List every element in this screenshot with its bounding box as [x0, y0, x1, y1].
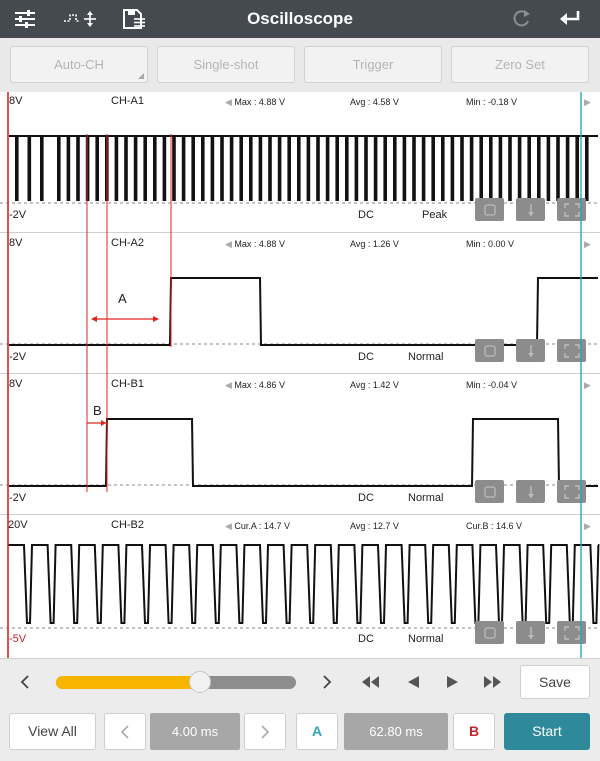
left-arrow-icon: ◀	[225, 239, 235, 249]
right-arrow-icon: ▶	[584, 239, 591, 249]
dropdown-corner-icon	[138, 73, 144, 79]
channel-a1-coupling: DC	[358, 209, 374, 221]
scroll-right-button[interactable]	[312, 659, 342, 705]
cursor-a-button[interactable]: A	[296, 713, 338, 750]
channel-a1-move-button[interactable]	[516, 198, 545, 221]
channel-a2-expand-button[interactable]	[557, 339, 586, 362]
time-increase-button[interactable]	[244, 713, 286, 750]
channel-b1-lock-button[interactable]	[475, 480, 504, 503]
step-forward-icon[interactable]	[438, 659, 468, 705]
right-arrow-icon: ▶	[584, 521, 591, 531]
channel-b1-move-button[interactable]	[516, 480, 545, 503]
channel-b2-coupling: DC	[358, 633, 374, 645]
trigger-button[interactable]: Trigger	[304, 46, 442, 83]
channel-b2-name: CH-B2	[111, 519, 145, 531]
channel-a2-coupling: DC	[358, 351, 374, 363]
sliders-icon[interactable]	[6, 0, 44, 38]
left-arrow-icon: ◀	[225, 97, 235, 107]
channel-b1-waveform	[0, 418, 600, 487]
auto-ch-label: Auto-CH	[54, 57, 104, 72]
channel-b2-top-scale: 20V	[8, 519, 28, 531]
channel-a2-lock-button[interactable]	[475, 339, 504, 362]
right-arrow-icon: ▶	[584, 380, 591, 390]
channel-a1-bottom-scale: -2V	[9, 209, 27, 221]
trigger-label: Trigger	[352, 57, 394, 72]
timeline-row: Save	[0, 658, 600, 704]
zero-set-label: Zero Set	[495, 57, 545, 72]
channel-a1-lock-button[interactable]	[475, 198, 504, 221]
channel-b1-stat3: Min : -0.04 V	[466, 380, 518, 390]
save-button[interactable]: Save	[520, 665, 590, 699]
waveform-settings-icon[interactable]	[58, 0, 102, 38]
marker-a-label: A	[118, 291, 127, 306]
channel-b2-stat1: Cur.A : 14.7 V	[234, 521, 290, 531]
refresh-icon[interactable]	[503, 0, 539, 38]
channel-b1-name: CH-B1	[111, 378, 145, 390]
channel-a1-stat3: Min : -0.18 V	[466, 97, 518, 107]
fast-forward-icon[interactable]	[478, 659, 508, 705]
auto-ch-button[interactable]: Auto-CH	[10, 46, 148, 83]
channel-a1-name: CH-A1	[111, 95, 145, 107]
right-arrow-icon: ▶	[584, 97, 591, 107]
channel-b2-bottom-scale: -5V	[9, 633, 27, 645]
channel-a1-waveform	[0, 135, 600, 204]
save-file-icon[interactable]	[116, 0, 152, 38]
channel-b2-expand-button[interactable]	[557, 621, 586, 644]
title-bar: Oscilloscope	[0, 0, 600, 38]
channel-a2-mode: Normal	[408, 351, 444, 363]
channel-b2-mode: Normal	[408, 633, 444, 645]
channel-a2-top-scale: 8V	[9, 237, 23, 249]
channel-b2-move-button[interactable]	[516, 621, 545, 644]
channel-a2-stat2: Avg : 1.26 V	[350, 239, 399, 249]
channel-a1-stat1: Max : 4.88 V	[234, 97, 285, 107]
channel-b2-stat3: Cur.B : 14.6 V	[466, 521, 523, 531]
channel-b1-panel: 8V CH-B1 ◀ Max : 4.86 V Avg : 1.42 V Min…	[0, 373, 600, 514]
channel-b2-waveform	[0, 544, 600, 629]
channel-a1-mode: Peak	[422, 209, 448, 221]
marker-b-label: B	[93, 403, 102, 418]
channel-b1-top-scale: 8V	[9, 378, 23, 390]
zero-set-button[interactable]: Zero Set	[451, 46, 589, 83]
view-all-button[interactable]: View All	[9, 713, 96, 750]
channel-a2-waveform	[0, 277, 600, 346]
channel-b1-stat2: Avg : 1.42 V	[350, 380, 399, 390]
left-arrow-icon: ◀	[225, 380, 235, 390]
channel-a2-stat3: Min : 0.00 V	[466, 239, 515, 249]
timeline-slider[interactable]	[56, 671, 296, 693]
back-arrow-icon[interactable]	[552, 0, 588, 38]
time-per-div-display: 4.00 ms	[150, 713, 240, 750]
cursor-b-button[interactable]: B	[453, 713, 495, 750]
start-button[interactable]: Start	[504, 713, 590, 750]
left-arrow-icon: ◀	[225, 521, 235, 531]
channel-a1-panel: 8V CH-A1 ◀ Max : 4.88 V Avg : 4.58 V Min…	[0, 92, 600, 232]
time-decrease-button[interactable]	[104, 713, 146, 750]
scope-display[interactable]: 8V CH-A1 ◀ Max : 4.88 V Avg : 4.58 V Min…	[0, 92, 600, 658]
cursor-delta-display: 62.80 ms	[344, 713, 448, 750]
step-back-icon[interactable]	[398, 659, 428, 705]
channel-b1-expand-button[interactable]	[557, 480, 586, 503]
single-shot-button[interactable]: Single-shot	[157, 46, 295, 83]
toolbar: Auto-CH Single-shot Trigger Zero Set	[0, 38, 600, 92]
rewind-icon[interactable]	[355, 659, 385, 705]
channel-b2-stat2: Avg : 12.7 V	[350, 521, 399, 531]
channel-a1-top-scale: 8V	[9, 95, 23, 107]
bottom-controls: View All 4.00 ms A 62.80 ms B Start	[0, 704, 600, 761]
channel-b1-coupling: DC	[358, 492, 374, 504]
channel-a2-name: CH-A2	[111, 237, 145, 249]
channel-a1-expand-button[interactable]	[557, 198, 586, 221]
channel-b2-panel: 20V CH-B2 ◀ Cur.A : 14.7 V Avg : 12.7 V …	[0, 514, 600, 658]
timeline-slider-fill	[56, 676, 200, 689]
channel-a2-stat1: Max : 4.88 V	[234, 239, 285, 249]
channel-b1-bottom-scale: -2V	[9, 492, 27, 504]
channel-b2-lock-button[interactable]	[475, 621, 504, 644]
channel-b1-stat1: Max : 4.86 V	[234, 380, 285, 390]
channel-a2-move-button[interactable]	[516, 339, 545, 362]
channel-a2-bottom-scale: -2V	[9, 351, 27, 363]
channel-b1-mode: Normal	[408, 492, 444, 504]
single-shot-label: Single-shot	[193, 57, 259, 72]
scroll-left-button[interactable]	[10, 659, 40, 705]
timeline-slider-thumb[interactable]	[189, 671, 211, 693]
channel-a2-panel: 8V CH-A2 ◀ Max : 4.88 V Avg : 1.26 V Min…	[0, 232, 600, 373]
channel-a1-stat2: Avg : 4.58 V	[350, 97, 399, 107]
